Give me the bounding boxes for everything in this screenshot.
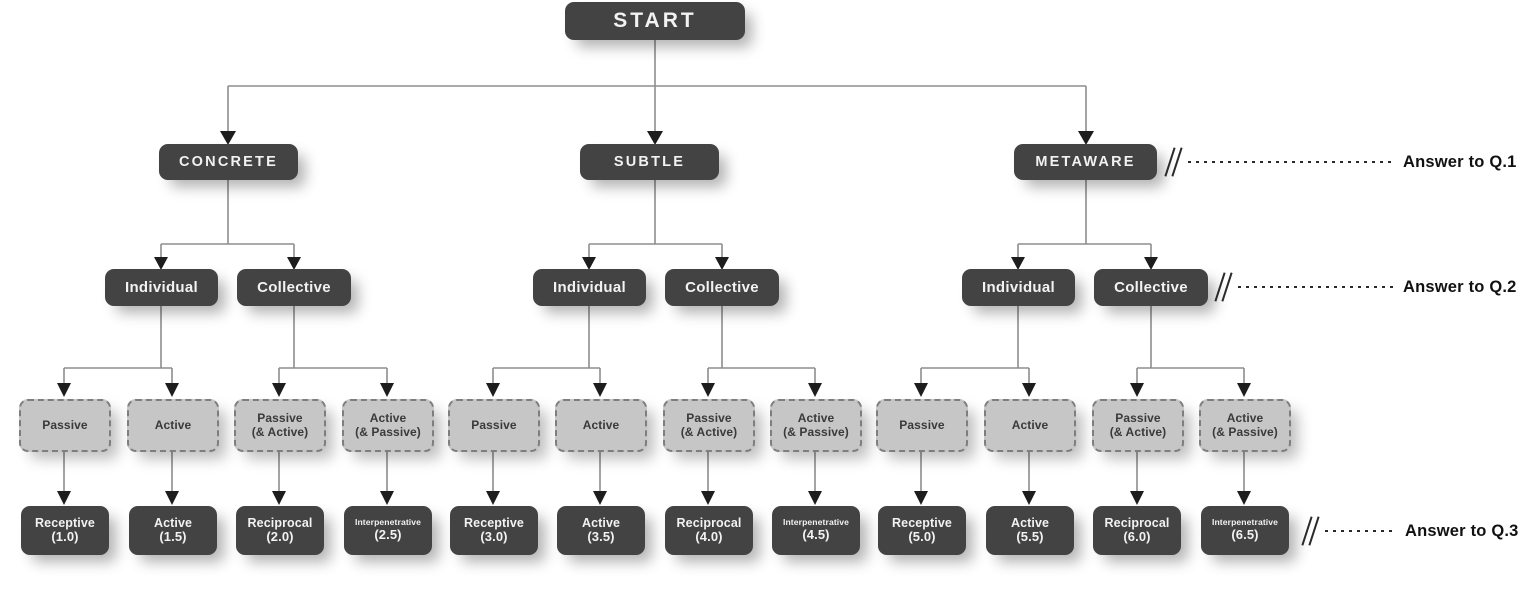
node-leaf-value: (6.5) [1231,526,1259,542]
node-category-label: CONCRETE [179,153,278,170]
node-group-individual-3[interactable]: Individual [962,269,1075,306]
annotation-q2: Answer to Q.2 [1214,272,1517,302]
node-start-label: START [613,8,697,32]
node-category-label: SUBTLE [613,153,686,170]
node-leaf-name: Interpenetrative [354,517,422,528]
node-mode-11[interactable]: Passive (& Active) [1092,399,1184,452]
node-mode-line1: Active [1226,410,1264,425]
node-group-label: Individual [981,278,1055,296]
node-leaf-name: Receptive [892,515,952,530]
node-leaf-value: (3.5) [587,529,615,545]
node-mode-12[interactable]: Active (& Passive) [1199,399,1291,452]
annotation-q1: Answer to Q.1 [1164,147,1517,177]
node-group-label: Collective [257,278,331,296]
node-leaf-value: (1.0) [51,529,79,545]
node-leaf-name: Interpenetrative [1211,517,1279,528]
node-leaf-1[interactable]: Receptive (1.0) [21,506,109,555]
node-mode-line2: (& Active) [251,424,309,439]
node-mode-line1: Active [154,417,192,432]
node-mode-5[interactable]: Passive [448,399,540,452]
annotation-label: Answer to Q.2 [1403,277,1517,296]
node-leaf-9[interactable]: Receptive (5.0) [878,506,966,555]
leader-dots [1188,161,1393,163]
node-leaf-2[interactable]: Active (1.5) [129,506,217,555]
node-mode-9[interactable]: Passive [876,399,968,452]
node-mode-line1: Active [369,410,407,425]
node-leaf-10[interactable]: Active (5.5) [986,506,1074,555]
node-mode-line2: (& Passive) [355,424,421,439]
node-group-individual-1[interactable]: Individual [105,269,218,306]
annotation-q3: Answer to Q.3 [1301,516,1519,546]
node-group-collective-1[interactable]: Collective [237,269,351,306]
node-leaf-value: (2.0) [266,529,294,545]
node-leaf-value: (4.5) [802,526,830,542]
node-mode-line1: Passive [257,410,303,425]
node-mode-8[interactable]: Active (& Passive) [770,399,862,452]
leader-dots [1325,530,1395,532]
node-leaf-name: Interpenetrative [782,517,850,528]
node-mode-6[interactable]: Active [555,399,647,452]
node-group-collective-2[interactable]: Collective [665,269,779,306]
node-category-label: METAWARE [1035,153,1136,170]
node-leaf-7[interactable]: Reciprocal (4.0) [665,506,753,555]
node-group-collective-3[interactable]: Collective [1094,269,1208,306]
node-leaf-5[interactable]: Receptive (3.0) [450,506,538,555]
annotation-label: Answer to Q.1 [1403,152,1517,171]
node-group-label: Individual [124,278,198,296]
node-leaf-8[interactable]: Interpenetrative (4.5) [772,506,860,555]
node-mode-line1: Active [1011,417,1049,432]
break-mark-icon [1301,516,1321,546]
node-leaf-6[interactable]: Active (3.5) [557,506,645,555]
node-leaf-name: Reciprocal [247,515,313,530]
node-leaf-value: (5.0) [908,529,936,545]
node-mode-line2: (& Passive) [783,424,849,439]
node-mode-line2: (& Passive) [1212,424,1278,439]
node-mode-line1: Active [582,417,620,432]
node-mode-line1: Passive [899,417,945,432]
node-mode-line2: (& Active) [680,424,738,439]
node-mode-10[interactable]: Active [984,399,1076,452]
node-leaf-name: Receptive [35,515,95,530]
node-mode-line1: Passive [42,417,88,432]
node-leaf-name: Receptive [464,515,524,530]
node-leaf-value: (6.0) [1123,529,1151,545]
node-mode-4[interactable]: Active (& Passive) [342,399,434,452]
break-mark-icon [1214,272,1234,302]
node-mode-7[interactable]: Passive (& Active) [663,399,755,452]
node-leaf-name: Active [581,515,621,530]
node-leaf-name: Active [1010,515,1050,530]
node-mode-line1: Passive [686,410,732,425]
node-group-label: Individual [552,278,626,296]
node-mode-line1: Active [797,410,835,425]
leader-dots [1238,286,1393,288]
node-leaf-name: Active [153,515,193,530]
node-leaf-11[interactable]: Reciprocal (6.0) [1093,506,1181,555]
node-leaf-name: Reciprocal [676,515,742,530]
node-group-individual-2[interactable]: Individual [533,269,646,306]
node-group-label: Collective [1114,278,1188,296]
node-leaf-4[interactable]: Interpenetrative (2.5) [344,506,432,555]
node-leaf-value: (5.5) [1016,529,1044,545]
node-mode-2[interactable]: Active [127,399,219,452]
node-leaf-value: (1.5) [159,529,187,545]
node-mode-1[interactable]: Passive [19,399,111,452]
node-category-concrete[interactable]: CONCRETE [159,144,298,180]
node-category-subtle[interactable]: SUBTLE [580,144,719,180]
node-leaf-value: (3.0) [480,529,508,545]
break-mark-icon [1164,147,1184,177]
node-group-label: Collective [685,278,759,296]
node-mode-line2: (& Active) [1109,424,1167,439]
node-mode-line1: Passive [1115,410,1161,425]
node-start[interactable]: START [565,2,745,40]
node-category-metaware[interactable]: METAWARE [1014,144,1157,180]
node-leaf-3[interactable]: Reciprocal (2.0) [236,506,324,555]
node-mode-3[interactable]: Passive (& Active) [234,399,326,452]
annotation-label: Answer to Q.3 [1405,521,1519,540]
node-leaf-value: (4.0) [695,529,723,545]
node-mode-line1: Passive [471,417,517,432]
node-leaf-name: Reciprocal [1104,515,1170,530]
node-leaf-12[interactable]: Interpenetrative (6.5) [1201,506,1289,555]
node-leaf-value: (2.5) [374,526,402,542]
